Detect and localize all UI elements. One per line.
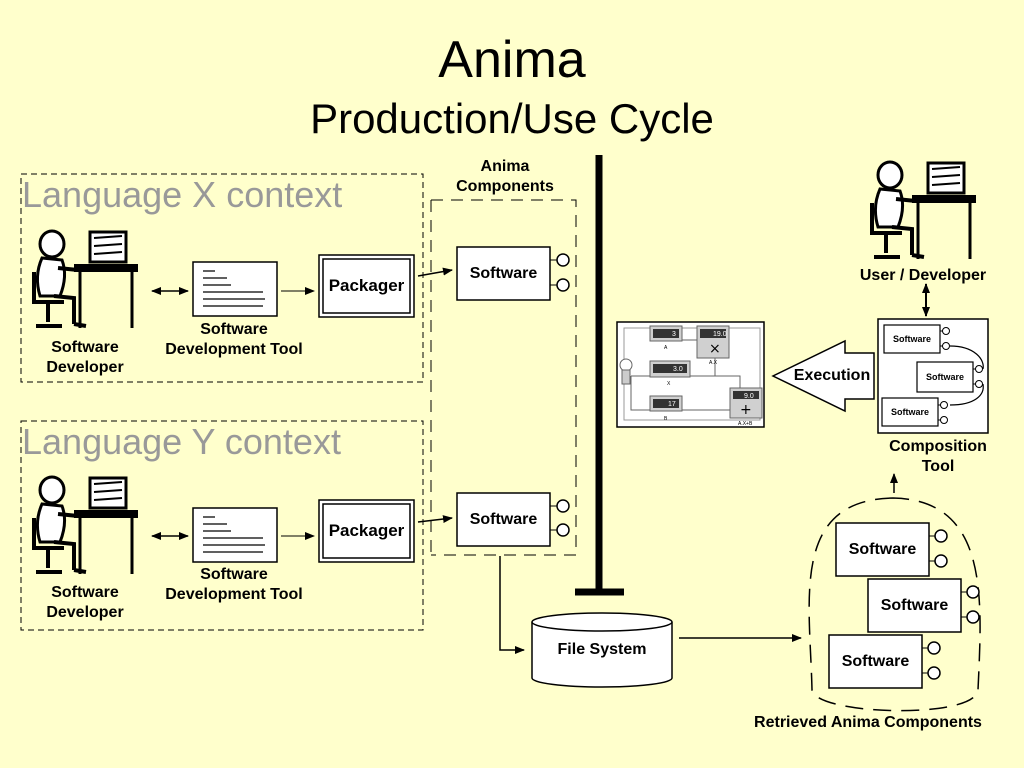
file-system: File System <box>557 641 647 658</box>
developer-x-icon <box>32 229 140 330</box>
anima-software-x: Software <box>469 264 538 282</box>
developer-y-icon <box>32 475 140 576</box>
retrieved-software-2: Software <box>880 596 949 614</box>
svg-text:A.X+B: A.X+B <box>738 421 753 427</box>
svg-text:17: 17 <box>668 401 676 408</box>
svg-text:×: × <box>709 341 721 357</box>
svg-text:3.0: 3.0 <box>673 366 683 373</box>
anima-software-y: Software <box>469 510 538 528</box>
composition-software-3: Software <box>890 407 929 417</box>
svg-text:19.0: 19.0 <box>713 331 727 338</box>
retrieved-software-3: Software <box>841 652 910 670</box>
execution-label: Execution <box>793 367 871 384</box>
packager-y: Packager <box>328 521 405 540</box>
dev-tool-y-icon <box>192 507 278 563</box>
composition-software-2: Software <box>925 372 964 382</box>
language-x-context-label: Language X context <box>22 174 343 215</box>
dev-tool-x-label: Software Development Tool <box>165 321 303 358</box>
dev-tool-y-label: Software Development Tool <box>165 566 303 603</box>
svg-text:A: A <box>664 345 668 351</box>
retrieved-components-label: Retrieved Anima Components <box>754 714 982 731</box>
language-x-context-box <box>20 173 424 383</box>
anima-components-label: Anima Components <box>456 158 554 195</box>
svg-text:A.X: A.X <box>709 360 718 366</box>
retrieved-software-1: Software <box>848 540 917 558</box>
svg-text:9.0: 9.0 <box>744 393 754 400</box>
anima-components-box <box>430 199 577 556</box>
software-developer-y-label: Software Developer <box>46 584 124 621</box>
dev-tool-x-icon <box>192 261 278 317</box>
language-y-context-label: Language Y context <box>22 421 341 462</box>
user-developer-label: User / Developer <box>859 267 987 284</box>
slide-title: Anima <box>438 31 586 89</box>
svg-text:+: + <box>740 402 752 418</box>
software-developer-x-label: Software Developer <box>46 339 124 376</box>
composition-software-1: Software <box>892 334 931 344</box>
slide-subtitle: Production/Use Cycle <box>310 95 714 142</box>
svg-text:3: 3 <box>672 331 676 338</box>
packager-x: Packager <box>328 276 405 295</box>
composition-tool-label: Composition Tool <box>889 438 987 475</box>
language-y-context-box <box>20 420 424 631</box>
user-developer-icon <box>870 160 978 261</box>
svg-text:B: B <box>664 416 668 422</box>
svg-text:X: X <box>667 381 671 387</box>
